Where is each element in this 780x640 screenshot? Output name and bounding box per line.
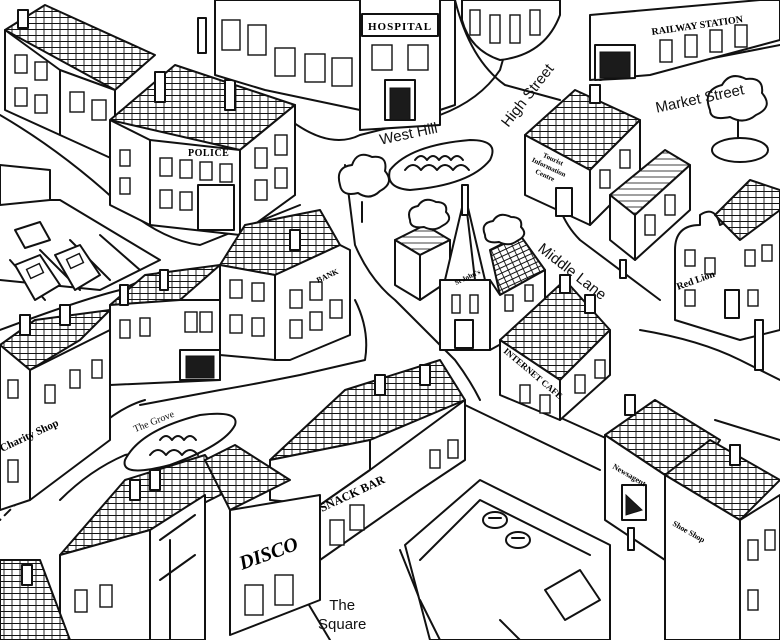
corner-building (461, 0, 561, 61)
railway-station: RAILWAY STATION (589, 0, 780, 81)
shelter (609, 149, 691, 261)
newsagent-row: Newsagent Shoe Shop (604, 394, 780, 640)
houses-top-left (4, 4, 156, 161)
snack-bar-row: SNACK BAR (269, 359, 466, 561)
street-label-the-square-line-1: The (329, 597, 356, 614)
tree-west-hill (337, 153, 390, 223)
street-label-the-square: The Square (318, 596, 366, 634)
parked-car-2 (54, 244, 101, 291)
church: St John's (394, 194, 546, 351)
car-park (0, 164, 161, 301)
street-label-the-square-line-2: Square (318, 616, 367, 633)
west-hill-planter (388, 139, 494, 191)
street-posts (461, 184, 635, 551)
hospital-sign: HOSPITAL (368, 21, 432, 33)
bank-row: BANK (109, 209, 351, 386)
charity-shop-row: Charity Shop (0, 304, 111, 511)
police-sign: POLICE (188, 148, 229, 159)
parked-car-1 (14, 254, 61, 301)
hospital: HOSPITAL (197, 0, 456, 131)
square-block (404, 479, 611, 640)
parked-car-3 (14, 221, 51, 249)
police-station: POLICE (109, 64, 296, 236)
internet-cafe: INTERNET CAFE (499, 274, 611, 421)
disco-row: DISCO (0, 444, 321, 640)
red-lion-pub: Red Lion (674, 179, 780, 371)
tourist-information-centre: Tourist Information Centre (524, 84, 641, 226)
tree-market-street (706, 75, 769, 163)
